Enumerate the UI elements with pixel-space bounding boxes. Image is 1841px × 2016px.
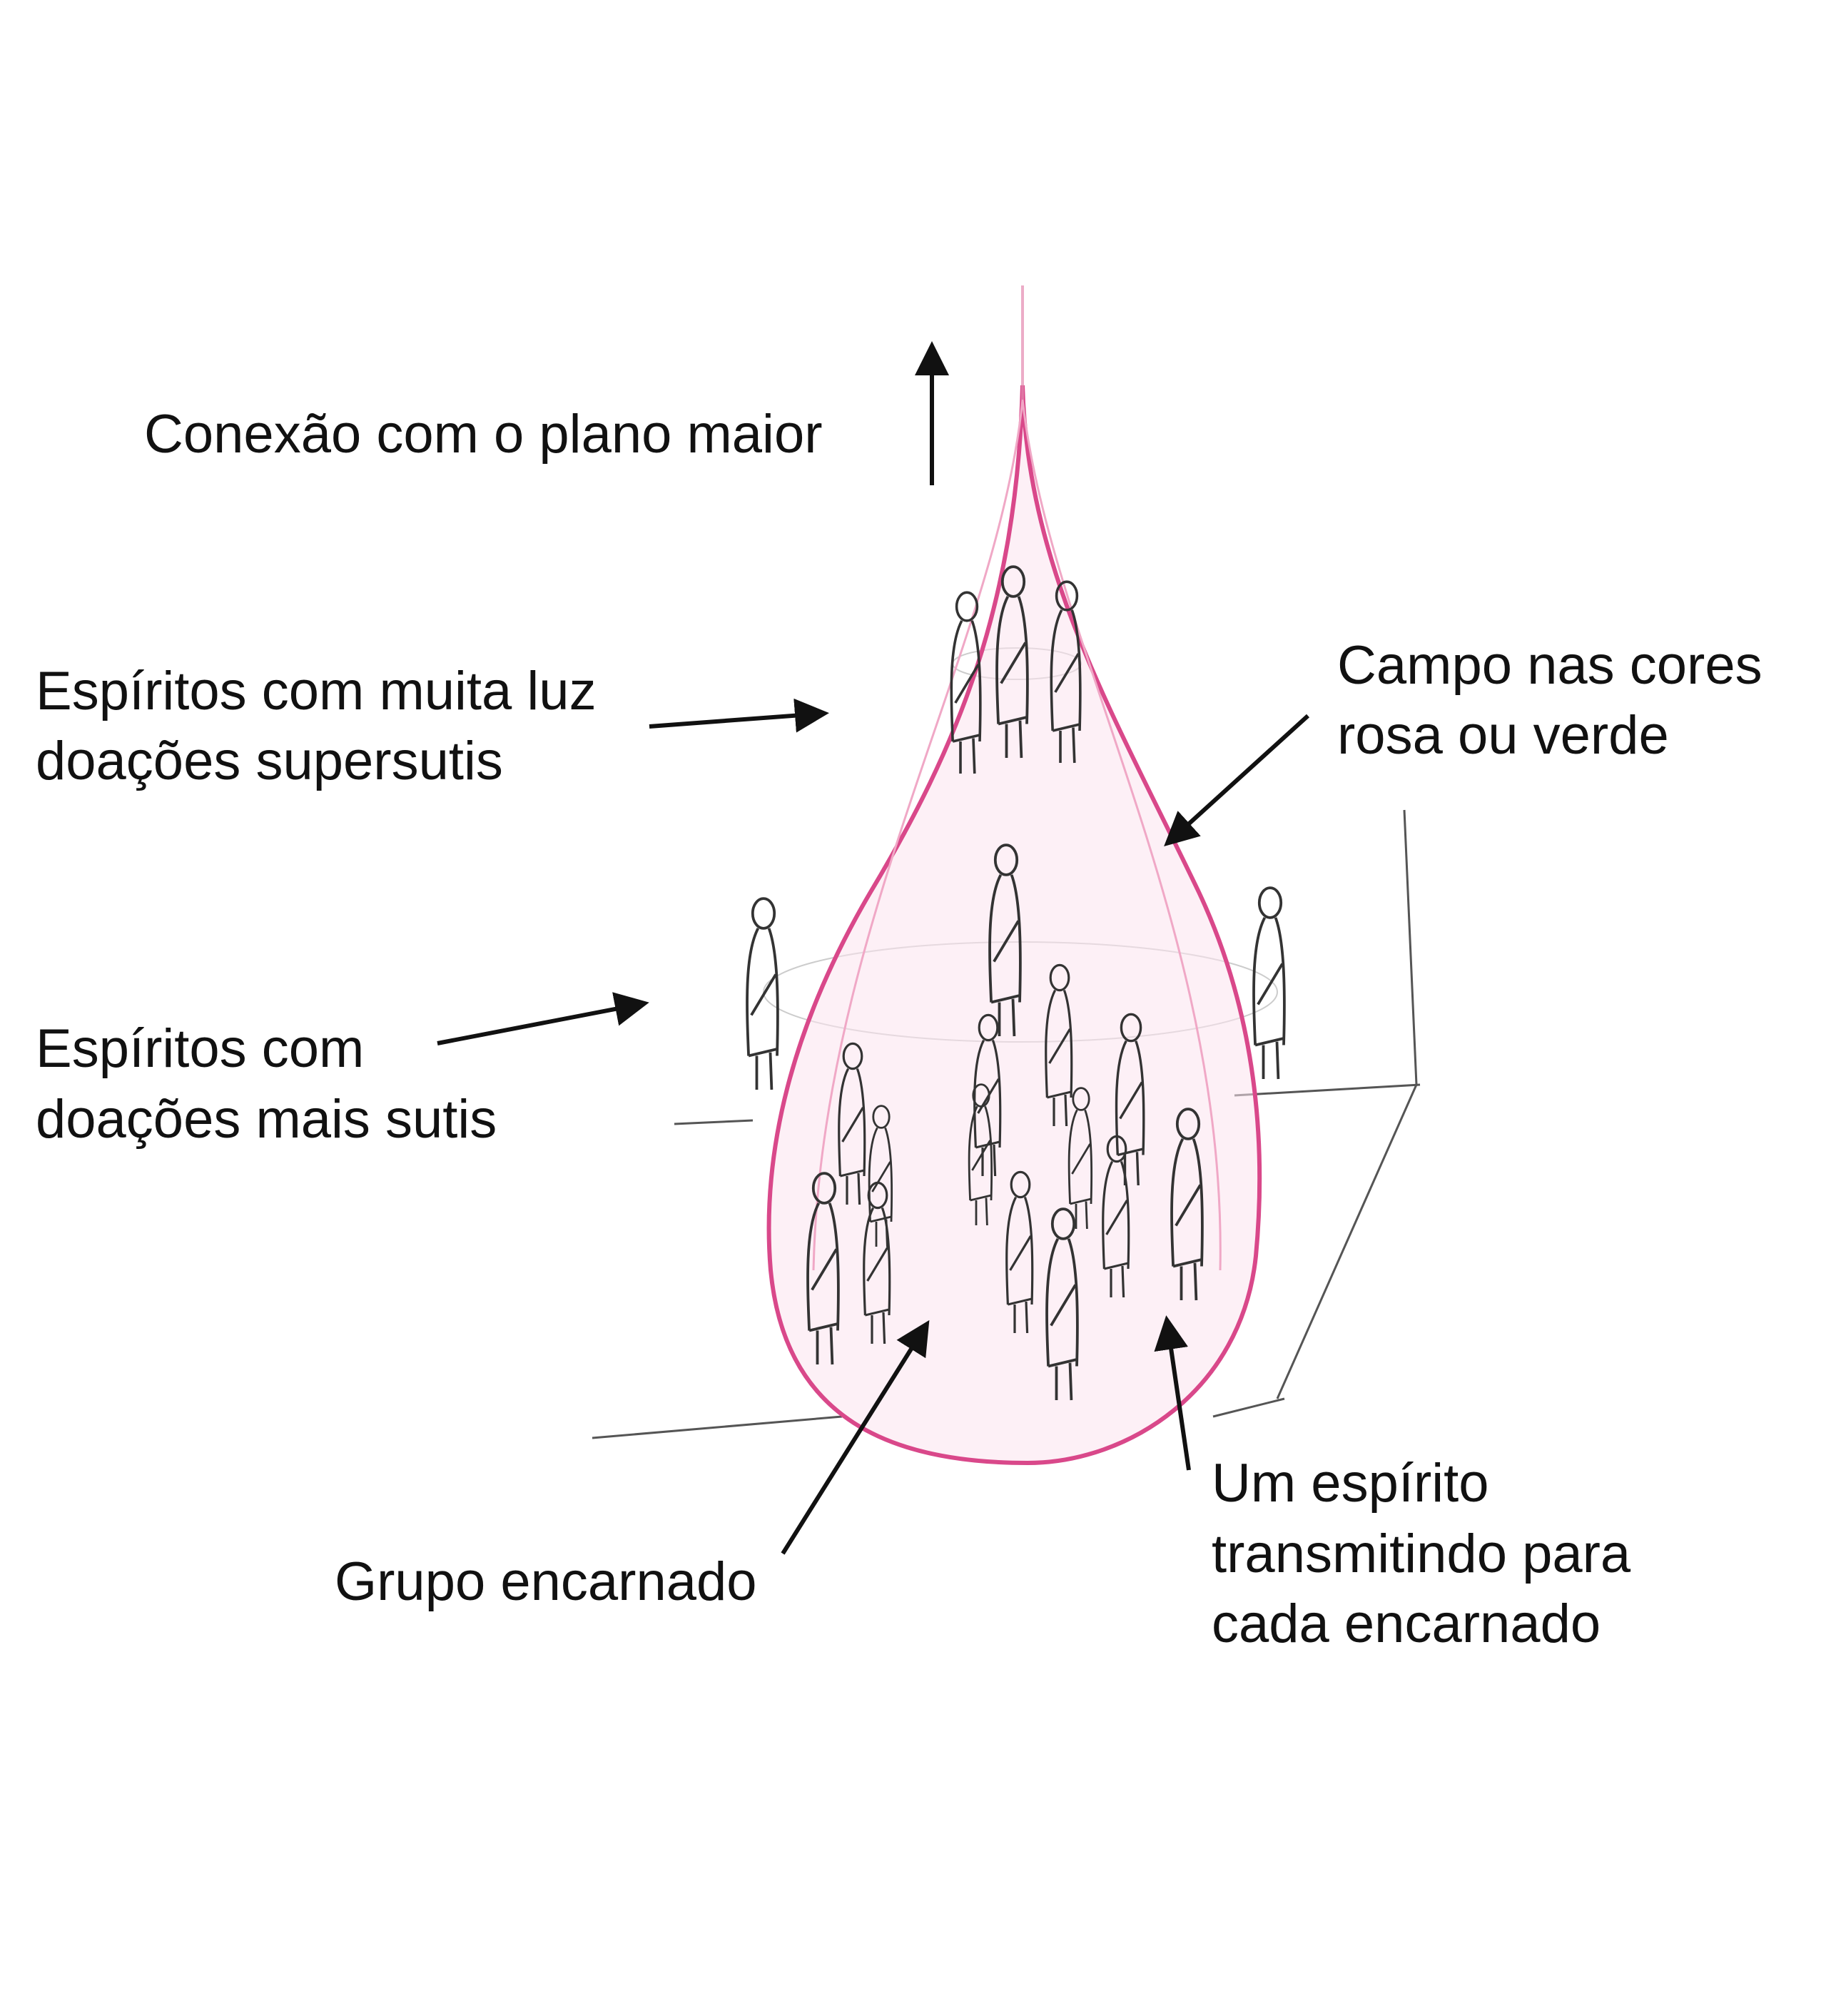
energy-field-drop [766, 285, 1262, 1466]
label-connection: Conexão com o plano maior [144, 404, 823, 465]
stick-figure [1252, 886, 1286, 1080]
label-bright-spirits-1: Espíritos com muita luz [36, 661, 597, 721]
label-group: Grupo encarnado [335, 1551, 757, 1612]
figures-group [746, 565, 1286, 1401]
stick-figure [863, 1181, 891, 1344]
label-transmitting-3: cada encarnado [1212, 1594, 1601, 1654]
stick-figure [968, 1083, 993, 1226]
stick-figure [1005, 1170, 1034, 1334]
stick-figure [868, 1105, 893, 1247]
stick-figure [1045, 1207, 1079, 1401]
ground-lines [592, 647, 1421, 1439]
stick-figure [1050, 580, 1082, 764]
label-transmitting-2: transmitindo para [1212, 1524, 1631, 1584]
stick-figure [1102, 1135, 1130, 1298]
stick-figure [995, 565, 1029, 759]
label-subtle-spirits-2: doações mais sutis [36, 1089, 497, 1150]
arrow-group [781, 1319, 930, 1555]
label-subtle-spirits-1: Espíritos com [36, 1018, 364, 1079]
arrow-bright-spirits [649, 698, 829, 733]
arrow-subtle-spirits [437, 992, 649, 1045]
label-transmitting-1: Um espírito [1212, 1453, 1489, 1514]
stick-figure [1045, 963, 1073, 1127]
stick-figure [746, 897, 779, 1090]
arrow-transmitting [1154, 1315, 1191, 1471]
stick-figure [1067, 1087, 1093, 1230]
stick-figure [988, 844, 1022, 1037]
label-field-1: Campo nas cores [1337, 635, 1763, 696]
stick-figure [1115, 1013, 1145, 1186]
label-bright-spirits-2: doações supersutis [36, 731, 503, 791]
arrow-field [1164, 714, 1310, 847]
stick-figure [1170, 1108, 1204, 1301]
label-field-2: rosa ou verde [1337, 705, 1669, 766]
stick-figure [806, 1172, 840, 1365]
